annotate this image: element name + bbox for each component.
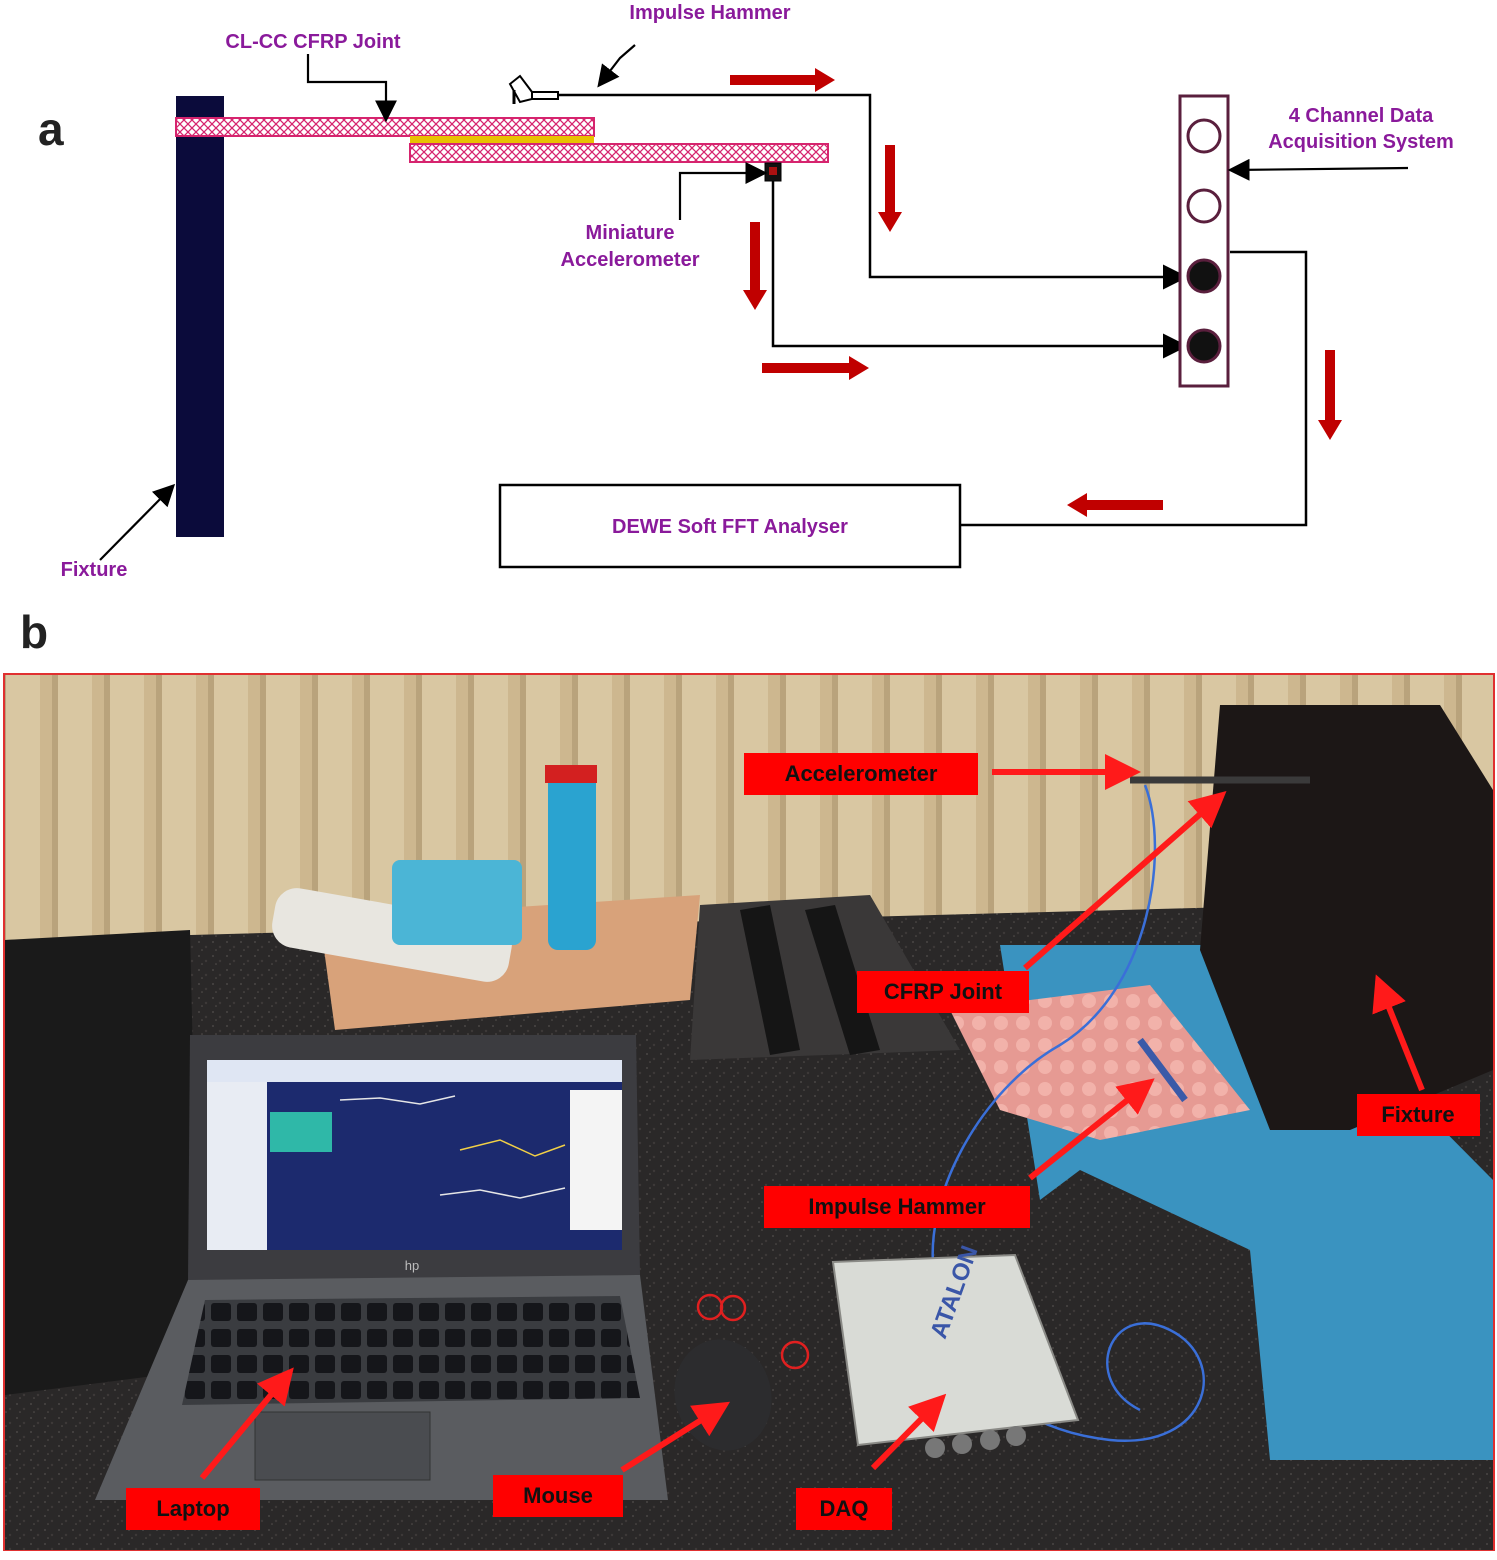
laptop-screen	[207, 1060, 622, 1250]
flow-arrow-down	[743, 222, 767, 310]
foam-pad	[950, 985, 1250, 1140]
cfrp-joint-photo-label: CFRP Joint	[884, 979, 1003, 1004]
panel-b: b	[3, 606, 1495, 1551]
daq-leader	[1227, 158, 1409, 181]
daq-callout	[870, 1393, 947, 1471]
sanitizer-bottle	[548, 770, 596, 950]
flow-arrow-right	[730, 68, 835, 92]
hammer-callout	[1028, 1078, 1155, 1181]
adhesive-layer	[410, 136, 594, 143]
photo-hammer	[1137, 1037, 1188, 1103]
flow-arrow-down	[878, 145, 902, 232]
daq-unit	[831, 1253, 1080, 1447]
panel-a-letter: a	[38, 103, 64, 155]
flow-arrow-left	[1067, 493, 1163, 517]
fixture-block	[1200, 705, 1493, 1130]
daq-port-icon	[1186, 258, 1222, 294]
callout-arrows	[199, 754, 1425, 1480]
daq-label-line1: 4 Channel Data	[1289, 105, 1434, 127]
daq-connector	[952, 1434, 972, 1454]
accelerometer-signal-wire	[771, 181, 1188, 359]
mouse-photo-label: Mouse	[523, 1483, 593, 1508]
lab-photo: hp ATALON	[3, 673, 1495, 1551]
accelerometer-photo-label: Accelerometer	[785, 761, 938, 786]
daq-connector	[980, 1430, 1000, 1450]
laptop-brand: hp	[405, 1258, 419, 1273]
hammer-signal-wire	[558, 93, 1188, 290]
fixture-callout	[1372, 974, 1425, 1092]
fft-analyser-box	[498, 483, 962, 569]
daq-connector	[925, 1438, 945, 1458]
daq-port-icon	[1186, 188, 1222, 224]
impulse-hammer-photo-label: Impulse Hammer	[808, 1194, 986, 1219]
printer	[5, 930, 200, 1395]
accelerometer-label-line2: Accelerometer	[561, 249, 700, 271]
panel-a: a DEWE Soft FFT Analyser	[38, 2, 1454, 581]
daq-to-analyser-wire	[960, 250, 1308, 527]
hammer-leader	[597, 44, 636, 88]
laptop-photo-label: Laptop	[156, 1496, 229, 1521]
joint-label: CL-CC CFRP Joint	[225, 31, 401, 53]
daq-photo-label: DAQ	[820, 1496, 869, 1521]
daq-port-icon	[1186, 118, 1222, 154]
photo-labels: Accelerometer CFRP Joint Fixture Impulse…	[126, 753, 1480, 1530]
mouse-callout	[620, 1401, 731, 1473]
fixture-leader	[99, 483, 176, 561]
impulse-hammer-label: Impulse Hammer	[629, 2, 790, 24]
laptop-callout	[199, 1367, 294, 1480]
cfrp-specimen	[740, 905, 800, 1055]
impulse-hammer-icon	[508, 74, 559, 104]
cfrp-joint-callout	[1023, 791, 1227, 971]
daq-label-line2: Acquisition System	[1268, 131, 1454, 153]
fixture-label: Fixture	[61, 559, 128, 581]
flow-arrow-down	[1318, 350, 1342, 440]
fixture-photo-label: Fixture	[1381, 1102, 1454, 1127]
cfrp-specimen	[805, 905, 880, 1055]
fixture-bar	[176, 96, 224, 537]
joint-leader	[306, 54, 397, 123]
upper-adherend	[175, 117, 595, 137]
accelerometer-label-line1: Miniature	[586, 222, 675, 244]
daq-port-icon	[1186, 328, 1222, 364]
panel-b-letter: b	[20, 606, 48, 658]
fft-analyser-label: DEWE Soft FFT Analyser	[612, 516, 848, 538]
laptop-keyboard	[182, 1296, 640, 1405]
flow-arrows	[730, 68, 1342, 517]
daq-connector	[1006, 1426, 1026, 1446]
flow-arrow-right	[762, 356, 869, 380]
accelerometer-leader	[678, 162, 768, 220]
face-masks	[392, 860, 522, 945]
lower-adherend	[409, 143, 829, 163]
laptop-touchpad	[254, 1411, 431, 1481]
